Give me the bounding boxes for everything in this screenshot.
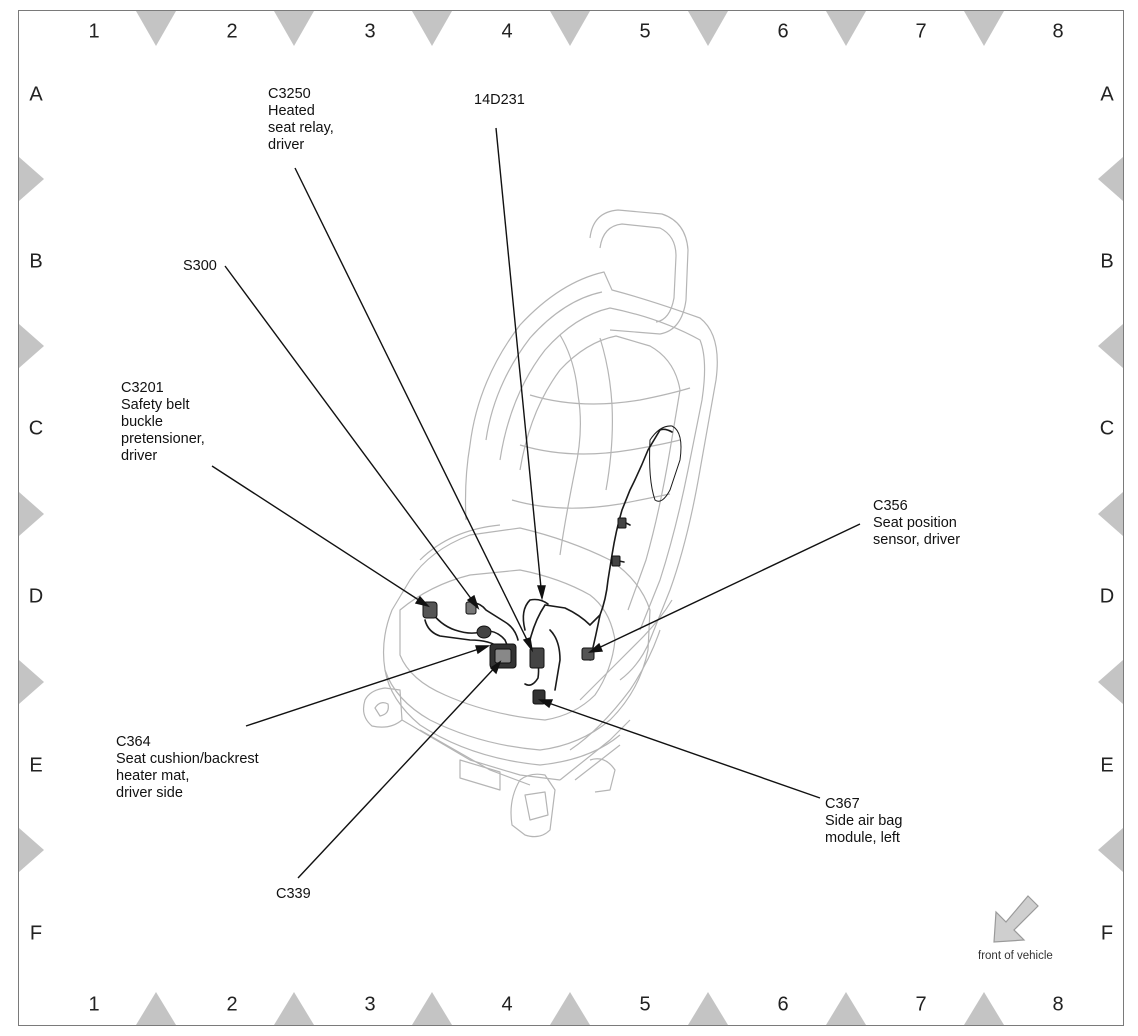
seat-illustration xyxy=(362,209,718,838)
grid-col-bottom-2: 2 xyxy=(226,993,238,1016)
callout-c364-line: heater mat, xyxy=(116,768,190,784)
wiring-harness xyxy=(424,428,673,691)
callout-c3201-code: C3201 xyxy=(121,380,164,396)
callout-c3201-line: driver xyxy=(121,448,158,464)
callout-c3201-line: pretensioner, xyxy=(121,431,205,447)
seat-backrest xyxy=(469,271,718,681)
leader-lines xyxy=(211,127,861,879)
arrow-down-left-icon xyxy=(993,895,1039,943)
leader-line-c367 xyxy=(539,699,821,799)
connector-c3250-icon xyxy=(529,647,545,669)
seat-headrest xyxy=(589,209,689,335)
callout-14d231-code: 14D231 xyxy=(474,92,525,108)
grid-row-left-f: F xyxy=(29,922,43,945)
grid-col-bottom-3: 3 xyxy=(364,993,376,1016)
callout-c3250-line: driver xyxy=(268,137,305,153)
grid-col-bottom-8: 8 xyxy=(1052,993,1064,1016)
grid-row-right-d: D xyxy=(1099,585,1115,608)
seat-cushion xyxy=(382,527,651,751)
callout-c356: C356 Seat position sensor, driver xyxy=(873,498,960,549)
grid-row-left-a: A xyxy=(29,83,43,106)
callout-c3201: C3201 Safety belt buckle pretensioner, d… xyxy=(121,380,205,465)
front-of-vehicle-label: front of vehicle xyxy=(978,950,1053,962)
callout-s300: S300 xyxy=(183,258,217,275)
callout-c356-line: Seat position xyxy=(873,515,957,531)
leader-line-14d231 xyxy=(495,127,543,599)
grid-col-bottom-1: 1 xyxy=(88,993,100,1016)
seat-base xyxy=(362,687,403,728)
diagram-frame xyxy=(18,10,1124,1026)
side-airbag-module xyxy=(649,425,682,502)
grid-col-bottom-5: 5 xyxy=(639,993,651,1016)
callout-c3250-line: Heated xyxy=(268,103,315,119)
callout-s300-code: S300 xyxy=(183,258,217,274)
leader-line-c356 xyxy=(589,523,861,653)
callout-c356-line: sensor, driver xyxy=(873,532,961,548)
leader-line-c3201 xyxy=(211,465,429,607)
grid-col-top-4: 4 xyxy=(501,20,513,43)
callout-14d231: 14D231 xyxy=(474,92,525,109)
grid-row-right-b: B xyxy=(1100,250,1114,273)
callout-c367: C367 Side air bag module, left xyxy=(825,796,902,847)
grid-col-top-3: 3 xyxy=(364,20,376,43)
callout-c367-code: C367 xyxy=(825,796,860,812)
callout-c3250: C3250 Heated seat relay, driver xyxy=(268,86,334,154)
grid-col-bottom-4: 4 xyxy=(501,993,513,1016)
callout-c339: C339 xyxy=(276,886,311,903)
grid-col-top-6: 6 xyxy=(777,20,789,43)
connector-pretensioner-icon xyxy=(476,625,492,639)
grid-row-left-c: C xyxy=(28,417,44,440)
grid-markers xyxy=(19,11,1123,1025)
callout-c3201-line: buckle xyxy=(121,414,163,430)
grid-row-right-a: A xyxy=(1100,83,1114,106)
leader-line-c339 xyxy=(297,661,501,879)
grid-col-top-7: 7 xyxy=(915,20,927,43)
callout-c364-code: C364 xyxy=(116,734,151,750)
callout-c367-line: module, left xyxy=(825,830,900,846)
callout-c339-code: C339 xyxy=(276,886,311,902)
callout-c364-line: driver side xyxy=(116,785,183,801)
grid-row-right-c: C xyxy=(1099,417,1115,440)
callout-c367-line: Side air bag xyxy=(825,813,903,829)
grid-col-bottom-7: 7 xyxy=(915,993,927,1016)
grid-row-left-e: E xyxy=(29,754,43,777)
grid-col-top-2: 2 xyxy=(226,20,238,43)
callout-c364: C364 Seat cushion/backrest heater mat, d… xyxy=(116,734,259,802)
grid-row-left-b: B xyxy=(29,250,43,273)
callout-c3201-line: Safety belt xyxy=(121,397,190,413)
grid-col-top-1: 1 xyxy=(88,20,100,43)
callout-c3250-line: seat relay, xyxy=(268,120,334,136)
leader-line-s300 xyxy=(224,265,479,609)
grid-col-top-5: 5 xyxy=(639,20,651,43)
callout-c356-code: C356 xyxy=(873,498,908,514)
callout-c364-line: Seat cushion/backrest xyxy=(116,751,259,767)
leader-line-c3250 xyxy=(294,167,533,651)
callout-c3250-code: C3250 xyxy=(268,86,311,102)
grid-row-right-f: F xyxy=(1100,922,1114,945)
grid-row-right-e: E xyxy=(1100,754,1114,777)
grid-col-top-8: 8 xyxy=(1052,20,1064,43)
grid-row-left-d: D xyxy=(28,585,44,608)
grid-col-bottom-6: 6 xyxy=(777,993,789,1016)
leader-line-c364 xyxy=(245,645,489,727)
